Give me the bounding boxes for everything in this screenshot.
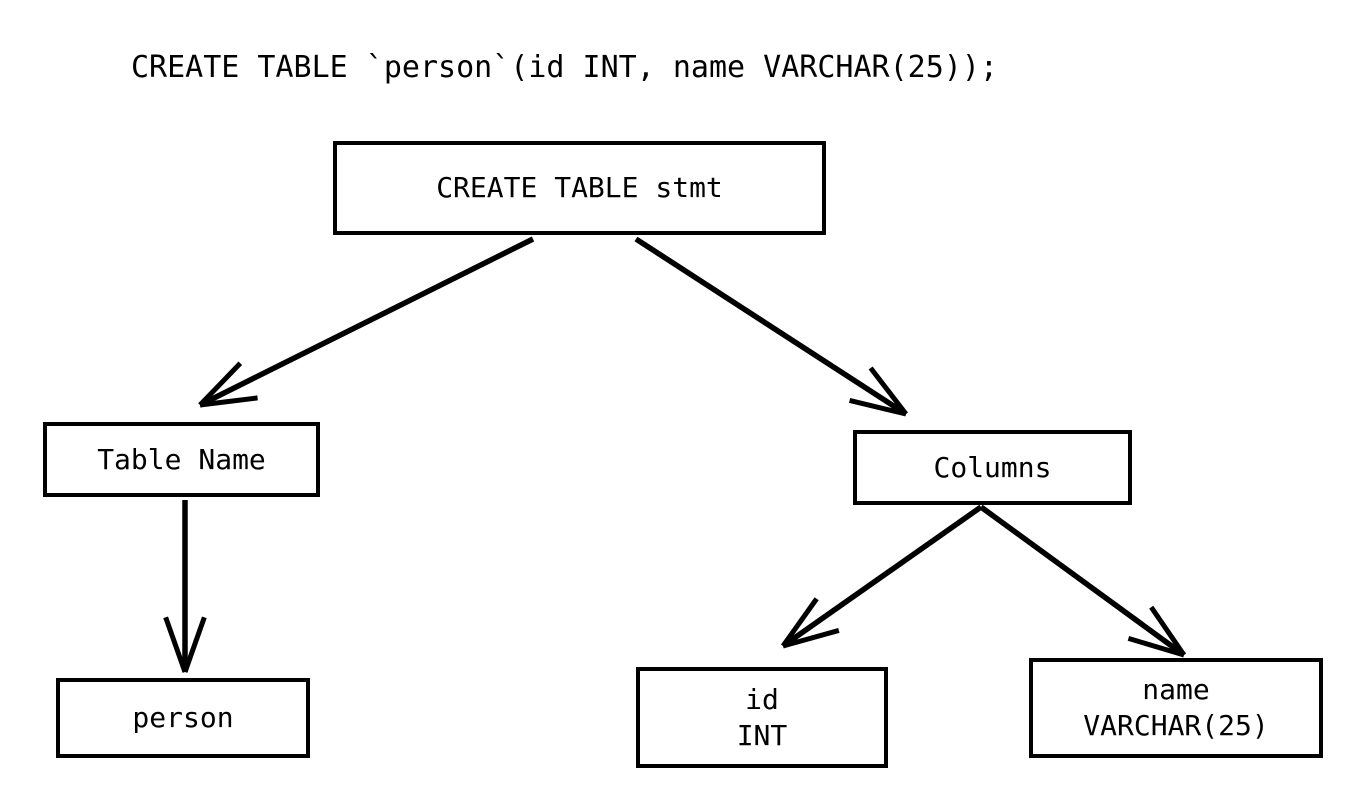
edge-shaft — [781, 504, 983, 649]
edge-root-to-columns — [634, 236, 908, 417]
edge-shaft — [198, 236, 535, 408]
node-create-table-stmt: CREATE TABLE stmt — [333, 141, 826, 235]
edge-columns-to-name-varchar — [979, 504, 1187, 658]
arrowhead-barb-left — [780, 597, 819, 648]
node-label: person — [132, 701, 234, 734]
arrowhead-barb-left — [163, 616, 188, 673]
node-label: Columns — [933, 450, 1052, 484]
node-label: CREATE TABLE stmt — [436, 171, 723, 204]
edge-shaft — [634, 236, 908, 417]
arrowhead-barb-right — [182, 616, 207, 673]
arrowhead-barb-right — [782, 628, 840, 649]
arrowhead-barb-right — [1149, 605, 1187, 657]
edge-shaft — [979, 504, 1186, 658]
node-table-name: Table Name — [43, 422, 320, 497]
sql-statement-caption: CREATE TABLE `person`(id INT, name VARCH… — [131, 50, 998, 85]
node-label: Table Name — [97, 442, 266, 476]
edge-columns-to-id-int — [780, 504, 983, 649]
arrowhead-barb-left — [849, 398, 907, 417]
node-column-id-int: id INT — [636, 667, 888, 768]
arrowhead-barb-left — [198, 361, 243, 407]
node-label: id INT — [736, 682, 788, 752]
edge-root-to-table-name — [198, 236, 535, 408]
node-column-name-varchar: name VARCHAR(25) — [1029, 658, 1323, 758]
node-person: person — [56, 678, 310, 758]
arrowhead-barb-left — [1127, 636, 1185, 658]
node-label: name VARCHAR(25) — [1083, 673, 1269, 742]
arrowhead-barb-right — [199, 395, 258, 408]
edge-table-name-to-person — [163, 500, 207, 673]
arrowhead-barb-right — [868, 366, 908, 416]
node-columns: Columns — [853, 430, 1132, 505]
